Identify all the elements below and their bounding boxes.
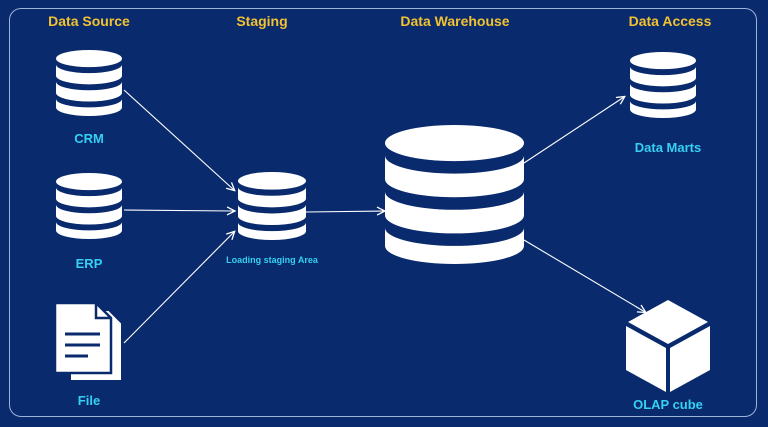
marts-database-icon <box>630 52 696 118</box>
arrow-staging-to-warehouse <box>305 211 384 212</box>
arrow-warehouse-to-marts <box>523 97 624 164</box>
arrow-warehouse-to-olap <box>523 239 645 312</box>
header-staging: Staging <box>236 13 288 29</box>
diagram-frame <box>9 8 757 417</box>
staging-database-icon <box>238 172 306 240</box>
documents-icon <box>53 301 123 382</box>
arrow-crm-to-staging <box>123 89 234 190</box>
header-data-access: Data Access <box>628 13 712 29</box>
arrow-erp-to-staging <box>123 210 234 211</box>
label-erp: ERP <box>75 256 103 271</box>
label-olap-cube: OLAP cube <box>633 397 703 412</box>
header-data-source: Data Source <box>48 13 130 29</box>
header-data-warehouse: Data Warehouse <box>400 13 510 29</box>
label-crm: CRM <box>74 131 104 146</box>
label-staging-area: Loading staging Area <box>226 255 318 265</box>
crm-database-icon <box>56 50 122 116</box>
label-data-marts: Data Marts <box>634 140 702 155</box>
erp-database-icon <box>56 173 122 239</box>
cube-icon <box>626 300 710 392</box>
arrow-file-to-staging <box>123 232 234 344</box>
label-file: File <box>77 393 101 408</box>
warehouse-database-icon <box>385 125 524 264</box>
